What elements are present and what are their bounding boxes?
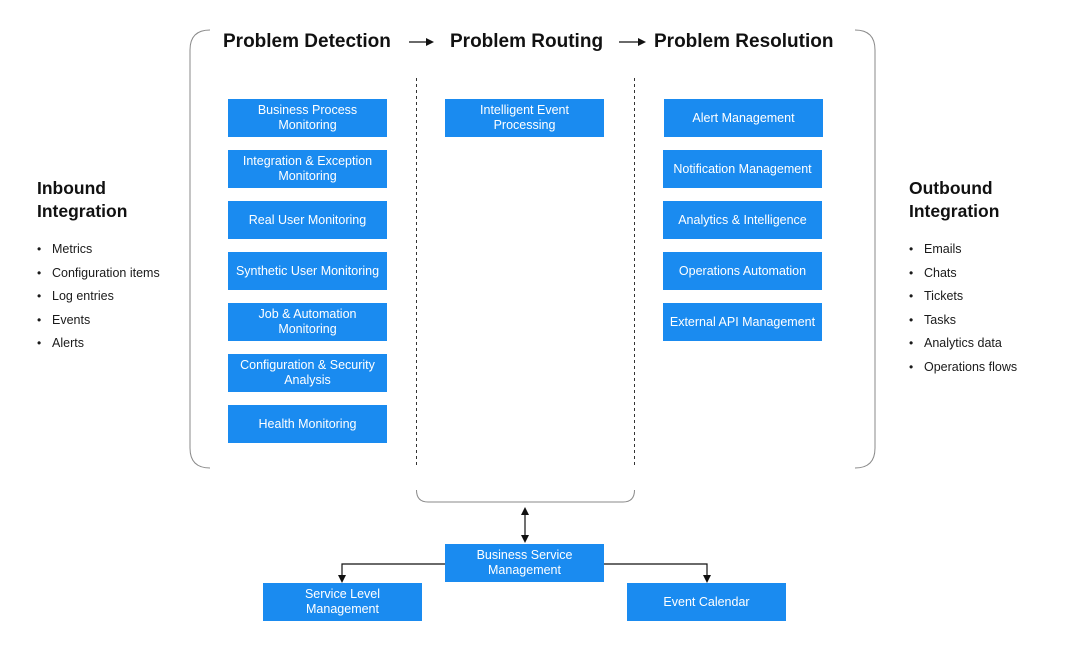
outbound-list: • Emails • Chats • Tickets • Tasks • Analytic… xyxy=(909,238,1017,379)
outbound-title-line1: Outbound xyxy=(909,178,993,198)
inbound-item-label: Configuration items xyxy=(52,265,160,280)
box-notification-management: Notification Management xyxy=(663,150,822,188)
box-intelligent-event-processing: Intelligent Event Processing xyxy=(445,99,604,137)
box-synthetic-user-monitoring: Synthetic User Monitoring xyxy=(228,252,387,290)
box-analytics-intelligence: Analytics & Intelligence xyxy=(663,201,822,239)
box-external-api-management: External API Management xyxy=(663,303,822,341)
outbound-item-label: Tickets xyxy=(924,289,964,303)
arrow-to-service-level xyxy=(338,563,445,583)
inbound-list: • Metrics • Configuration items • Log entri… xyxy=(37,238,160,356)
inbound-item-label: Log entries xyxy=(52,289,114,303)
bullet-icon: • xyxy=(909,242,914,256)
inbound-item-events: • Events xyxy=(37,309,160,333)
outbound-item-tickets: • Tickets xyxy=(909,285,1017,309)
inbound-title: Inbound Integration xyxy=(37,177,127,223)
frame-left-bracket xyxy=(189,29,211,469)
bullet-icon: • xyxy=(37,242,42,256)
stage-title-detection: Problem Detection xyxy=(223,31,391,52)
box-real-user-monitoring: Real User Monitoring xyxy=(228,201,387,239)
frame-right-bracket xyxy=(854,29,876,469)
bullet-icon: • xyxy=(909,265,914,280)
stage-title-routing: Problem Routing xyxy=(450,31,604,52)
inbound-item-label: Events xyxy=(52,312,91,327)
box-business-service-management: Business Service Management xyxy=(445,544,604,582)
outbound-item-emails: • Emails xyxy=(909,238,1017,262)
outbound-item-label: Emails xyxy=(924,242,962,256)
bullet-icon: • xyxy=(37,336,42,350)
box-service-level-management: Service Level Management xyxy=(263,583,422,621)
box-job-automation-monitoring: Job & Automation Monitoring xyxy=(228,303,387,341)
outbound-item-label: Operations flows xyxy=(924,359,1018,374)
box-business-process-monitoring: Business Process Monitoring xyxy=(228,99,387,137)
outbound-item-chats: • Chats xyxy=(909,262,1017,286)
bullet-icon: • xyxy=(909,289,914,303)
outbound-item-label: Tasks xyxy=(924,312,956,327)
box-configuration-security-analysis: Configuration & Security Analysis xyxy=(228,354,387,392)
inbound-item-metrics: • Metrics xyxy=(37,238,160,262)
inbound-title-line2: Integration xyxy=(37,201,128,221)
bullet-icon: • xyxy=(909,336,914,350)
outbound-item-operations-flows: • Operations flows xyxy=(909,356,1017,380)
bullet-icon: • xyxy=(37,312,42,327)
bullet-icon: • xyxy=(37,265,42,280)
box-alert-management: Alert Management xyxy=(664,99,823,137)
inbound-title-line1: Inbound xyxy=(37,178,107,198)
outbound-title: Outbound Integration xyxy=(909,177,999,223)
bullet-icon: • xyxy=(37,289,42,303)
stage-title-resolution: Problem Resolution xyxy=(654,31,834,52)
box-health-monitoring: Health Monitoring xyxy=(228,405,387,443)
inbound-item-alerts: • Alerts xyxy=(37,332,160,356)
inbound-item-label: Metrics xyxy=(52,242,93,256)
arrow-to-event-calendar xyxy=(604,563,711,583)
inbound-item-log-entries: • Log entries xyxy=(37,285,160,309)
box-operations-automation: Operations Automation xyxy=(663,252,822,290)
box-integration-exception-monitoring: Integration & Exception Monitoring xyxy=(228,150,387,188)
box-event-calendar: Event Calendar xyxy=(627,583,786,621)
outbound-item-tasks: • Tasks xyxy=(909,309,1017,333)
inbound-item-configuration-items: • Configuration items xyxy=(37,262,160,286)
routing-bracket xyxy=(416,489,635,503)
inbound-item-label: Alerts xyxy=(52,336,84,350)
bullet-icon: • xyxy=(909,312,914,327)
outbound-item-analytics-data: • Analytics data xyxy=(909,332,1017,356)
bullet-icon: • xyxy=(909,359,914,374)
outbound-item-label: Analytics data xyxy=(924,336,1002,350)
outbound-item-label: Chats xyxy=(924,265,957,280)
outbound-title-line2: Integration xyxy=(909,201,1000,221)
